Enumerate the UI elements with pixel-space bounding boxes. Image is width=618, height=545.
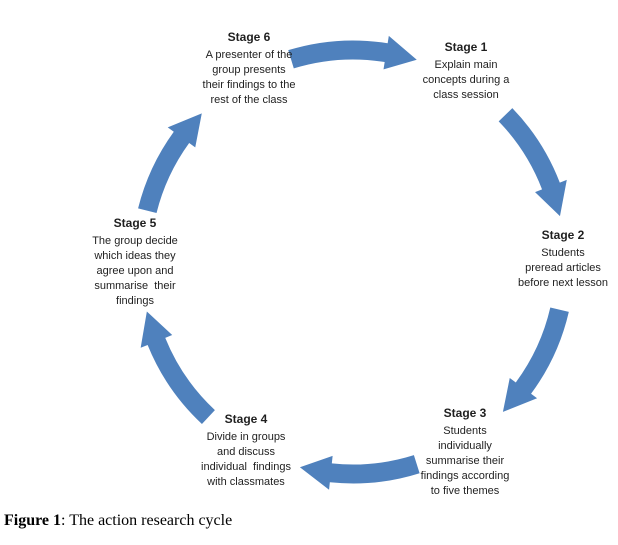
stage-1-block: Stage 1 Explain main concepts during a c…	[406, 40, 526, 103]
stage-6-title: Stage 6	[227, 30, 271, 44]
figure-caption-label: Figure 1	[4, 512, 62, 529]
stage-5-description: The group decide which ideas they agree …	[92, 235, 178, 307]
arrow-stage4-to-stage5-icon	[140, 311, 215, 424]
stage-4-description: Divide in groups and discuss individual …	[201, 431, 291, 488]
stage-2-block: Stage 2 Students preread articles before…	[508, 228, 618, 291]
stage-6-block: Stage 6 A presenter of the group present…	[190, 30, 308, 108]
figure-caption-text: : The action research cycle	[61, 512, 233, 529]
arrow-stage5-to-stage6-icon	[138, 113, 202, 214]
stage-5-block: Stage 5 The group decide which ideas the…	[80, 216, 190, 309]
stage-6-description: A presenter of the group presents their …	[202, 49, 296, 106]
figure-caption: Figure 1: The action research cycle	[4, 512, 232, 530]
stage-1-title: Stage 1	[444, 40, 488, 54]
stage-2-title: Stage 2	[541, 228, 585, 242]
stage-3-block: Stage 3 Students individually summarise …	[404, 406, 526, 499]
stage-4-title: Stage 4	[224, 412, 268, 426]
arrow-stage2-to-stage3-icon	[502, 307, 569, 412]
stage-3-title: Stage 3	[443, 406, 487, 420]
stage-4-block: Stage 4 Divide in groups and discuss ind…	[185, 412, 307, 490]
stage-1-description: Explain main concepts during a class ses…	[422, 59, 510, 101]
stage-3-description: Students individually summarise their fi…	[420, 425, 510, 497]
stage-2-description: Students preread articles before next le…	[518, 247, 608, 289]
arrow-stage6-to-stage1-icon	[288, 35, 417, 70]
arrow-stage1-to-stage2-icon	[498, 108, 567, 217]
stage-5-title: Stage 5	[113, 216, 157, 230]
arrow-stage3-to-stage4-icon	[299, 455, 420, 490]
